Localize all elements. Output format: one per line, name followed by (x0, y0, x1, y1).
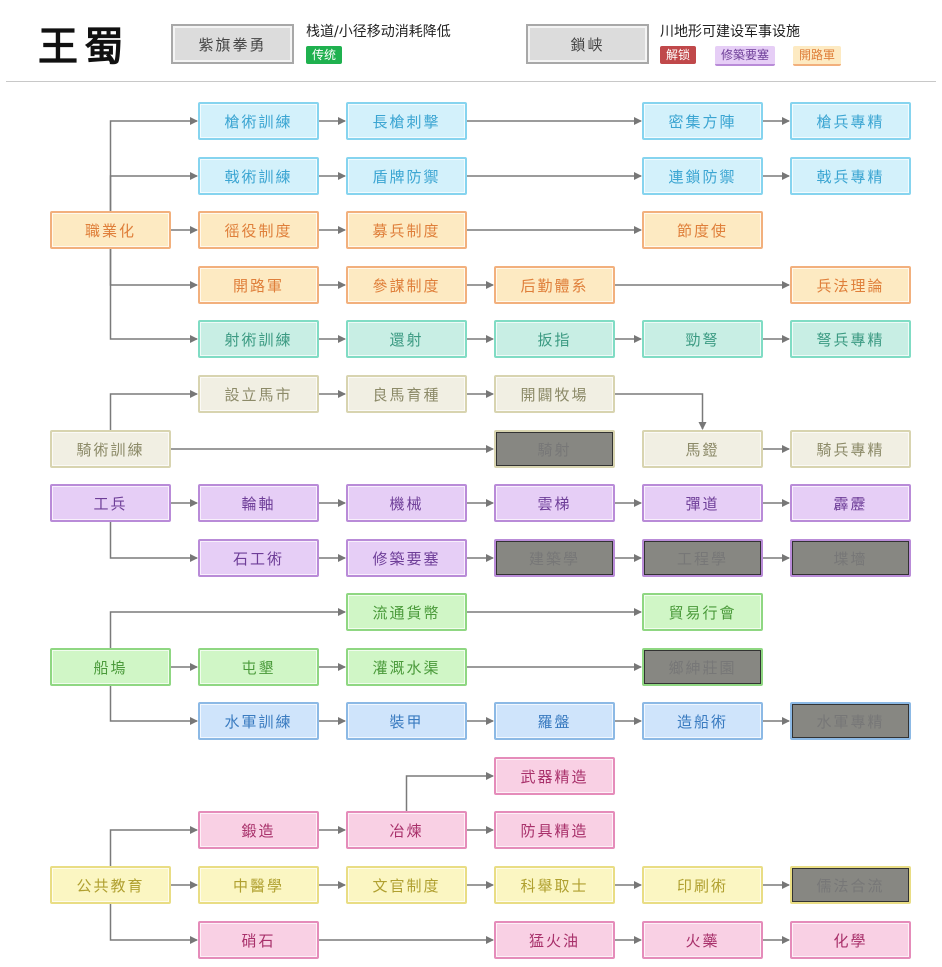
tech-node-menghuo[interactable]: 猛火油 (494, 921, 615, 959)
tech-node-jibing[interactable]: 戟兵專精 (790, 157, 911, 195)
tech-node-dieqiang[interactable]: 堞墻 (790, 539, 911, 577)
tech-node-qiangbing[interactable]: 槍兵專精 (790, 102, 911, 140)
unlock-badge: 解锁 (660, 46, 697, 64)
tech-node-shigong[interactable]: 石工術 (198, 539, 319, 577)
tech-node-madeng[interactable]: 馬鐙 (642, 430, 763, 468)
tech-node-gongbing[interactable]: 工兵 (50, 484, 171, 522)
tech-node-zhiyehua[interactable]: 職業化 (50, 211, 171, 249)
tech-node-jianzhu[interactable]: 建築學 (494, 539, 615, 577)
tech-node-keju[interactable]: 科舉取士 (494, 866, 615, 904)
tech-node-chuanwu[interactable]: 船塢 (50, 648, 171, 686)
unique-unit-description: 栈道/小径移动消耗降低 (306, 24, 451, 40)
tech-node-miji[interactable]: 密集方陣 (642, 102, 763, 140)
tech-node-xiaoshi[interactable]: 硝石 (198, 921, 319, 959)
tech-node-jiedushi[interactable]: 節度使 (642, 211, 763, 249)
tech-node-jinnu[interactable]: 勁弩 (642, 320, 763, 358)
unique-wonder-description: 川地形可建设军事设施 (660, 24, 800, 40)
tech-node-pili[interactable]: 霹靂 (790, 484, 911, 522)
tech-node-fangju[interactable]: 防具精造 (494, 811, 615, 849)
edge-qishu-mashi (109, 390, 198, 430)
tech-node-yaosai[interactable]: 修築要塞 (346, 539, 467, 577)
tech-node-jixie[interactable]: 機械 (346, 484, 467, 522)
tech-node-wenguan[interactable]: 文官制度 (346, 866, 467, 904)
fortress-badge[interactable]: 修築要塞 (715, 46, 776, 66)
tech-node-muchang[interactable]: 開闢牧場 (494, 375, 615, 413)
tech-node-banzhi[interactable]: 扳指 (494, 320, 615, 358)
edge-chuanwu-liutong (109, 608, 346, 648)
tech-node-qiangshu[interactable]: 槍術訓練 (198, 102, 319, 140)
edge-zhiyehua-jishu (109, 172, 198, 211)
tech-node-gongcheng[interactable]: 工程學 (642, 539, 763, 577)
tech-node-dandao[interactable]: 彈道 (642, 484, 763, 522)
unique-unit-button[interactable]: 紫旗拳勇 (171, 24, 294, 64)
tech-node-changqiang[interactable]: 長槍刺擊 (346, 102, 467, 140)
tech-node-yelian[interactable]: 冶煉 (346, 811, 467, 849)
tech-node-houqin[interactable]: 后勤體系 (494, 266, 615, 304)
tech-node-wuqi[interactable]: 武器精造 (494, 757, 615, 795)
tech-node-zaochuan[interactable]: 造船術 (642, 702, 763, 740)
tech-node-luopan[interactable]: 羅盤 (494, 702, 615, 740)
edge-zhiyehua-sheshu (109, 249, 198, 343)
tech-node-qishe[interactable]: 騎射 (494, 430, 615, 468)
unique-wonder-button[interactable]: 鎖峡 (526, 24, 649, 64)
tech-node-nubing[interactable]: 弩兵專精 (790, 320, 911, 358)
edge-gonggong-xiaoshi (109, 904, 198, 944)
pathfinder-badge[interactable]: 開路軍 (793, 46, 842, 66)
edge-zhiyehua-kailujun (109, 249, 198, 289)
tech-node-duanzao[interactable]: 鍛造 (198, 811, 319, 849)
tech-node-huoyao[interactable]: 火藥 (642, 921, 763, 959)
tech-node-dunpai[interactable]: 盾牌防禦 (346, 157, 467, 195)
tech-node-xiangshen[interactable]: 鄉紳莊園 (642, 648, 763, 686)
tech-node-jishu[interactable]: 戟術訓練 (198, 157, 319, 195)
tech-node-canmou[interactable]: 參謀制度 (346, 266, 467, 304)
tech-node-lunzhou[interactable]: 輪軸 (198, 484, 319, 522)
edge-gonggong-duanzao (109, 826, 198, 866)
tech-node-liutong[interactable]: 流通貨幣 (346, 593, 467, 631)
tech-node-yunti[interactable]: 雲梯 (494, 484, 615, 522)
edge-chuanwu-shuijun (109, 686, 198, 725)
tech-node-shuijun[interactable]: 水軍訓練 (198, 702, 319, 740)
tech-node-qishu[interactable]: 騎術訓練 (50, 430, 171, 468)
tech-node-huanshe[interactable]: 還射 (346, 320, 467, 358)
tech-node-rufa[interactable]: 儒法合流 (790, 866, 911, 904)
tech-node-mashi[interactable]: 設立馬市 (198, 375, 319, 413)
tech-node-qibing[interactable]: 騎兵專精 (790, 430, 911, 468)
edge-muchang-madeng (615, 393, 707, 430)
faction-title: 王蜀 (38, 23, 130, 70)
tech-node-zhuangjia[interactable]: 裝甲 (346, 702, 467, 740)
tech-node-mubing[interactable]: 募兵制度 (346, 211, 467, 249)
tech-node-gonggong[interactable]: 公共教育 (50, 866, 171, 904)
tradition-badge: 传统 (306, 46, 343, 64)
edge-yelian-wuqi (405, 772, 494, 811)
tech-node-liangma[interactable]: 良馬育種 (346, 375, 467, 413)
header-divider (6, 81, 936, 82)
tech-node-bingfa[interactable]: 兵法理論 (790, 266, 911, 304)
tech-node-shuijunzj[interactable]: 水軍專精 (790, 702, 911, 740)
tech-node-huaxue[interactable]: 化學 (790, 921, 911, 959)
tech-node-yinshua[interactable]: 印刷術 (642, 866, 763, 904)
tech-node-guangai[interactable]: 灌溉水渠 (346, 648, 467, 686)
tech-node-kailujun[interactable]: 開路軍 (198, 266, 319, 304)
edge-zhiyehua-qiangshu (109, 117, 198, 211)
tech-node-maoyi[interactable]: 貿易行會 (642, 593, 763, 631)
tech-node-sheshu[interactable]: 射術訓練 (198, 320, 319, 358)
tech-node-tunken[interactable]: 屯墾 (198, 648, 319, 686)
edge-gongbing-shigong (109, 522, 198, 562)
tech-node-yaoyi[interactable]: 徭役制度 (198, 211, 319, 249)
tech-node-zhongyi[interactable]: 中醫學 (198, 866, 319, 904)
tech-node-liansuo[interactable]: 連鎖防禦 (642, 157, 763, 195)
